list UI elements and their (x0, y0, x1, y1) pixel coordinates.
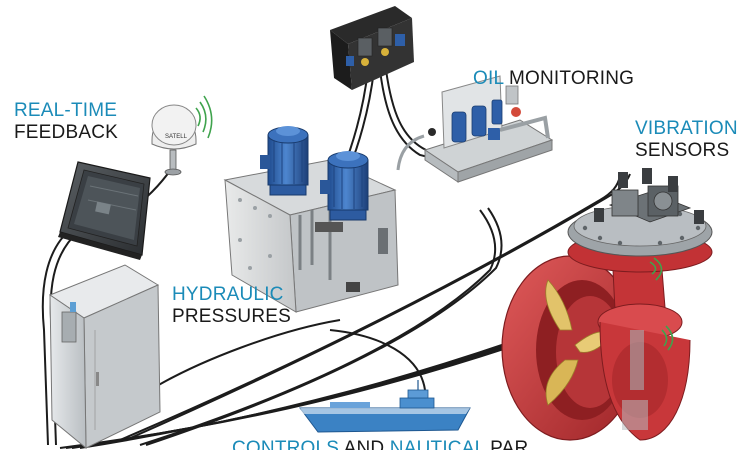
label-controls-accent: CONTROLS (232, 438, 340, 450)
signal-waves-icon (195, 95, 213, 139)
hydraulic-power-unit (223, 126, 399, 313)
valve-control-box (330, 6, 414, 90)
label-oil-text: MONITORING (503, 68, 635, 89)
label-controls-mid: AND (339, 438, 390, 450)
label-realtime-text: FEEDBACK (14, 122, 119, 143)
label-controls-tail: PAR (484, 438, 529, 450)
label-oil-monitoring: OIL MONITORING (473, 68, 634, 90)
label-hydraulic-text: PRESSURES (172, 306, 292, 327)
label-vibration-sensors: VIBRATION SENSORS (635, 118, 738, 162)
monitor-display (58, 161, 151, 260)
satellite-antenna: SATELL (151, 104, 197, 176)
label-nautical-accent: NAUTICAL (389, 438, 485, 450)
control-cabinet (48, 264, 161, 450)
label-oil-accent: OIL (473, 68, 504, 89)
label-vibration-text: SENSORS (635, 140, 730, 161)
oil-monitoring-skid (396, 75, 554, 183)
label-realtime-accent: REAL-TIME (14, 100, 118, 121)
azimuth-thruster (501, 168, 713, 441)
vibration-signal-icon (649, 257, 674, 351)
label-vibration-accent: VIBRATION (635, 118, 738, 139)
label-hydraulic-accent: HYDRAULIC (172, 284, 284, 305)
ship-icon (299, 380, 471, 433)
antenna-label: SATELL (165, 134, 188, 140)
label-hydraulic-pressures: HYDRAULIC PRESSURES (172, 284, 291, 328)
label-realtime-feedback: REAL-TIME FEEDBACK (14, 100, 118, 144)
label-controls-nautical: CONTROLS AND NAUTICAL PAR (232, 438, 528, 450)
